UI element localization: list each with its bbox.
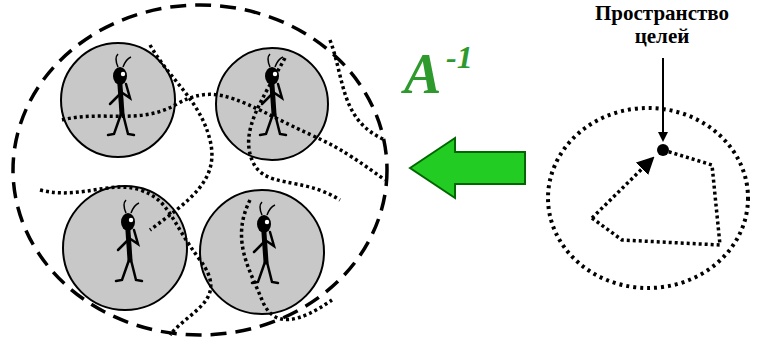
agent-circle [63, 186, 187, 310]
agent-figure [108, 54, 134, 135]
dotted-path [249, 58, 340, 200]
mapping-arrow [410, 138, 525, 198]
agent-circle [216, 48, 328, 160]
agent-circles [61, 43, 328, 314]
goal-space-label: Пространство целей [567, 2, 757, 48]
dotted-path [62, 94, 385, 180]
goal-point [657, 144, 669, 156]
agent-figure [116, 200, 142, 281]
leader-line [662, 58, 664, 140]
dotted-path [40, 187, 211, 335]
operator-exponent: -1 [446, 40, 473, 75]
dotted-path [150, 45, 212, 230]
operator-letter: A [404, 44, 441, 106]
agent-circle [200, 190, 324, 314]
agent-figure [260, 54, 286, 135]
agent-circle [61, 43, 175, 157]
dotted-path [242, 200, 332, 320]
goal-path-arrow [592, 159, 652, 218]
dotted-path [330, 40, 385, 140]
goal-space-region [548, 108, 748, 288]
agent-figure [252, 202, 278, 283]
goal-path [592, 150, 720, 245]
agent-paths [40, 40, 385, 335]
agents-region [13, 5, 387, 335]
